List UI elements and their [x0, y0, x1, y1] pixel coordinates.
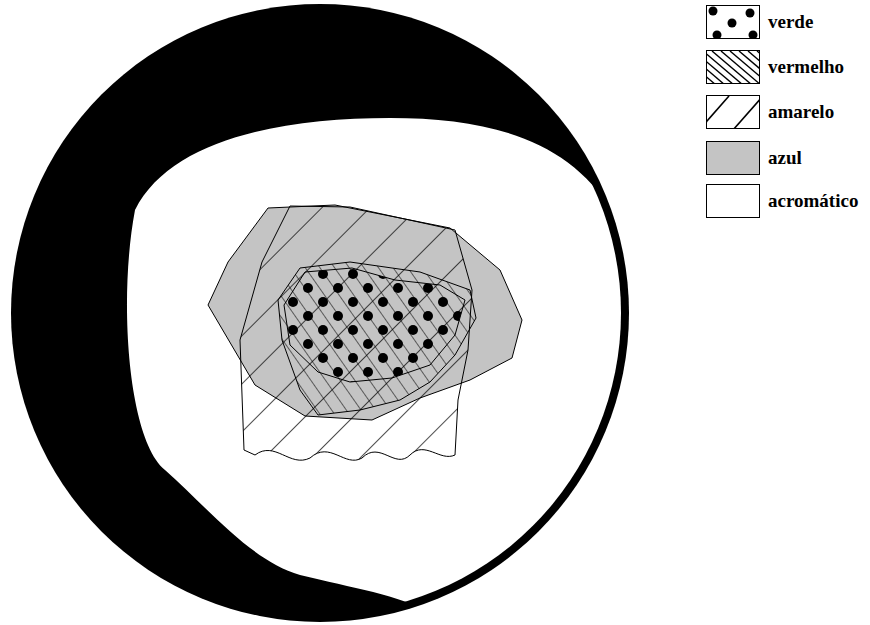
legend-swatch	[706, 141, 760, 175]
legend-swatch	[706, 184, 760, 218]
legend-swatch	[706, 5, 760, 39]
legend-sample	[707, 96, 760, 129]
legend-label: verde	[768, 11, 813, 33]
legend-sample	[707, 6, 760, 39]
green-field	[284, 268, 465, 382]
legend-swatch	[706, 50, 760, 84]
legend-label: vermelho	[768, 56, 844, 78]
legend-label: azul	[768, 147, 802, 169]
achromatic-field	[127, 118, 660, 625]
legend-label: amarelo	[768, 101, 834, 123]
legend-label: acromático	[768, 190, 858, 212]
yellow-field	[240, 206, 472, 460]
legend-sample	[707, 51, 760, 84]
red-field	[278, 262, 476, 415]
legend-swatch	[706, 95, 760, 129]
